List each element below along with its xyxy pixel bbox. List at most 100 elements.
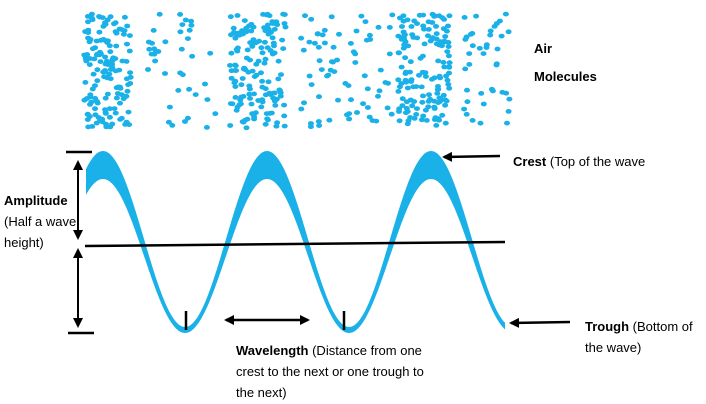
air-molecule-dot (106, 106, 113, 112)
air-molecule-dot (422, 74, 429, 79)
air-molecule-dot (237, 97, 244, 103)
air-molecule-dot (121, 14, 128, 20)
air-molecule-dot (446, 70, 452, 76)
air-molecule-dot (251, 116, 258, 122)
air-molecule-dot (88, 11, 95, 17)
air-molecule-dot (123, 119, 130, 125)
air-molecule-dot (184, 36, 191, 41)
air-molecule-dot (362, 19, 369, 25)
air-molecule-dot (466, 62, 473, 67)
air-molecule-dot (434, 87, 441, 92)
air-molecule-dot (433, 36, 440, 42)
air-molecule-dot (461, 15, 468, 20)
air-molecule-dot (398, 64, 405, 70)
air-molecule-dot (106, 71, 113, 77)
amplitude-label: Amplitude (Half a wave height) (4, 190, 82, 253)
air-molecule-dot (115, 84, 122, 90)
air-molecule-dot (346, 116, 353, 122)
air-molecule-dot (316, 58, 323, 64)
air-molecule-dot (443, 98, 450, 104)
trough-description: (Bottom of the wave) (585, 319, 693, 355)
air-molecule-dot (182, 17, 189, 23)
air-molecule-dot (441, 64, 448, 70)
air-molecule-dot (308, 16, 315, 22)
air-molecule-dot (94, 78, 101, 84)
air-molecule-dot (386, 51, 393, 57)
air-molecule-dot (99, 116, 106, 122)
air-molecule-dot (433, 31, 440, 37)
air-molecule-dot (85, 27, 92, 33)
air-molecule-dot (354, 110, 360, 115)
air-molecule-dot (445, 23, 451, 29)
amplitude-description: (Half a wave height) (4, 214, 77, 250)
air-molecule-dot (308, 82, 315, 87)
air-molecule-dot (240, 66, 247, 72)
air-molecule-dot (246, 91, 253, 97)
air-molecule-dot (261, 39, 268, 45)
air-molecule-dot (227, 63, 233, 68)
air-molecule-dot (186, 27, 193, 33)
air-molecule-dot (431, 104, 438, 110)
air-molecule-dot (116, 67, 123, 73)
air-molecule-dot (502, 11, 509, 17)
air-molecule-dot (405, 118, 412, 124)
air-molecule-dot (316, 123, 323, 128)
air-molecule-dot (162, 39, 169, 45)
air-molecule-dot (91, 56, 98, 62)
air-molecule-dot (238, 82, 245, 88)
air-molecule-dot (146, 46, 153, 52)
air-molecule-dot (111, 106, 118, 111)
air-molecule-dot (410, 84, 417, 90)
air-molecule-dot (352, 60, 359, 65)
air-molecule-dot (236, 32, 243, 38)
air-molecule-dot (403, 79, 410, 85)
air-molecule-dot (364, 105, 371, 110)
air-molecule-dot (92, 96, 99, 101)
air-molecule-dot (82, 80, 89, 85)
air-molecule-dot (418, 117, 425, 123)
air-molecule-dot (177, 29, 184, 35)
air-molecule-dot (461, 106, 468, 112)
air-molecule-dot (402, 55, 409, 61)
air-molecule-dot (408, 77, 415, 82)
air-molecule-dot (445, 53, 452, 59)
air-molecule-dot (469, 118, 476, 123)
air-molecule-dot (306, 39, 313, 45)
air-molecule-dot (124, 41, 130, 47)
air-molecule-dot (178, 46, 185, 52)
air-molecule-dot (258, 70, 264, 76)
air-molecule-dot (275, 76, 282, 82)
air-molecule-dot (281, 12, 288, 17)
air-molecule-dot (407, 59, 414, 65)
air-molecule-dot (281, 123, 288, 129)
air-molecule-dot (102, 95, 109, 101)
air-molecule-dot (273, 19, 280, 25)
air-molecule-dot (119, 58, 126, 64)
air-molecule-dot (462, 37, 469, 42)
trough-label: Trough (Bottom of the wave) (585, 316, 705, 358)
air-molecule-dot (212, 111, 219, 117)
air-molecule-dot (403, 99, 410, 105)
air-molecule-dot (491, 24, 498, 29)
air-molecule-dot (107, 76, 114, 82)
air-molecule-dot (442, 102, 449, 108)
air-molecule-dot (112, 110, 119, 116)
air-molecule-dot (420, 113, 427, 119)
air-molecule-dot (446, 13, 453, 19)
air-molecule-dot (258, 104, 265, 110)
air-molecule-dot (125, 109, 132, 115)
air-molecule-dot (505, 29, 512, 35)
air-molecule-dot (418, 84, 425, 90)
air-molecule-dot (421, 70, 427, 76)
air-molecule-dot (414, 35, 421, 41)
air-molecule-dot (85, 19, 91, 25)
air-molecule-dot (189, 53, 196, 59)
air-molecule-dot (417, 55, 424, 61)
air-molecule-dot (179, 22, 186, 27)
air-molecule-dot (242, 117, 249, 123)
air-molecule-dot (420, 23, 427, 29)
air-molecule-dot (419, 99, 426, 105)
air-molecule-dot (263, 111, 270, 116)
air-molecule-dot (440, 60, 447, 65)
air-molecule-dot (110, 55, 117, 61)
